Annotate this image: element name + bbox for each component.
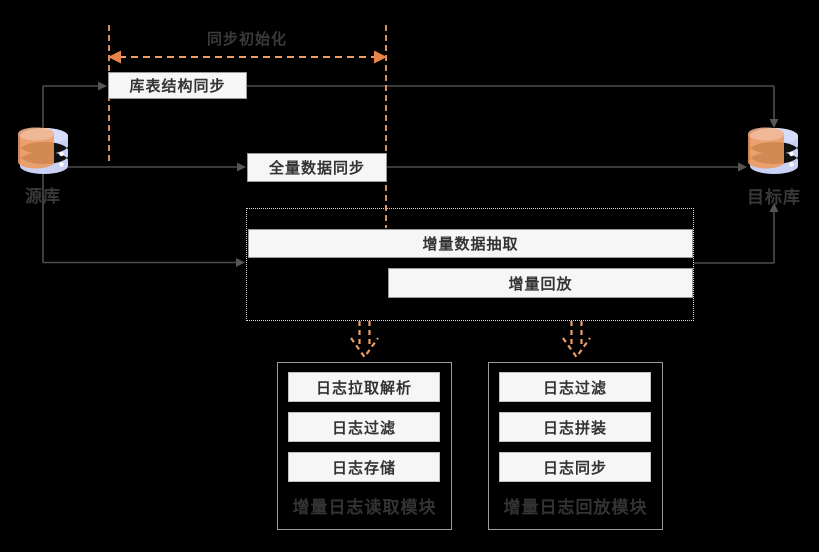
arrowhead-into-incremental-group bbox=[236, 258, 245, 267]
log-replayer-item-sync: 日志同步 bbox=[499, 452, 651, 482]
dashed-down-arrow-left bbox=[350, 321, 379, 359]
step-incremental-extract-label: 增量数据抽取 bbox=[422, 236, 519, 253]
log-reader-item-filter-label: 日志过滤 bbox=[331, 419, 396, 437]
target-database-label: 目标库 bbox=[747, 188, 801, 207]
step-schema-sync: 库表结构同步 bbox=[108, 72, 247, 99]
arrowhead-into-target-top bbox=[769, 119, 779, 128]
module-log-reader: 日志拉取解析 日志过滤 日志存储 增量日志读取模块 bbox=[277, 362, 452, 530]
log-replayer-module-label: 增量日志回放模块 bbox=[503, 498, 648, 517]
log-reader-module-label: 增量日志读取模块 bbox=[292, 498, 437, 517]
sync-init-guides bbox=[108, 25, 387, 228]
log-replayer-item-filter-label: 日志过滤 bbox=[542, 379, 607, 397]
step-incremental-extract: 增量数据抽取 bbox=[248, 229, 693, 258]
range-arrowhead-right bbox=[374, 50, 387, 64]
log-reader-item-store-label: 日志存储 bbox=[331, 459, 396, 477]
log-replayer-item-assemble-label: 日志拼装 bbox=[542, 419, 607, 437]
range-arrowhead-left bbox=[108, 50, 121, 64]
step-incremental-replay-label: 增量回放 bbox=[508, 275, 573, 293]
arrowhead-into-full-sync bbox=[237, 162, 246, 172]
log-reader-item-parse-label: 日志拉取解析 bbox=[315, 379, 412, 397]
log-reader-item-parse: 日志拉取解析 bbox=[288, 372, 440, 402]
source-database-icon bbox=[18, 127, 68, 174]
arrowhead-into-schema-sync bbox=[98, 81, 107, 91]
step-full-data-sync-label: 全量数据同步 bbox=[268, 160, 365, 177]
target-database-icon bbox=[748, 127, 798, 174]
log-replayer-item-filter: 日志过滤 bbox=[499, 372, 651, 402]
dashed-down-arrow-right bbox=[562, 321, 591, 359]
log-replayer-item-assemble: 日志拼装 bbox=[499, 412, 651, 442]
dashed-down-arrows bbox=[350, 321, 591, 359]
step-incremental-replay: 增量回放 bbox=[388, 268, 693, 298]
module-log-replayer: 日志过滤 日志拼装 日志同步 增量日志回放模块 bbox=[488, 362, 663, 530]
arrowhead-into-target-left bbox=[738, 162, 747, 172]
source-database-label: 源库 bbox=[25, 187, 61, 206]
log-replayer-item-sync-label: 日志同步 bbox=[542, 459, 607, 477]
log-reader-item-store: 日志存储 bbox=[288, 452, 440, 482]
step-schema-sync-label: 库表结构同步 bbox=[129, 78, 226, 95]
sync-init-title: 同步初始化 bbox=[206, 31, 287, 48]
log-reader-item-filter: 日志过滤 bbox=[288, 412, 440, 442]
step-full-data-sync: 全量数据同步 bbox=[247, 153, 387, 182]
incremental-group-outline bbox=[246, 208, 694, 321]
